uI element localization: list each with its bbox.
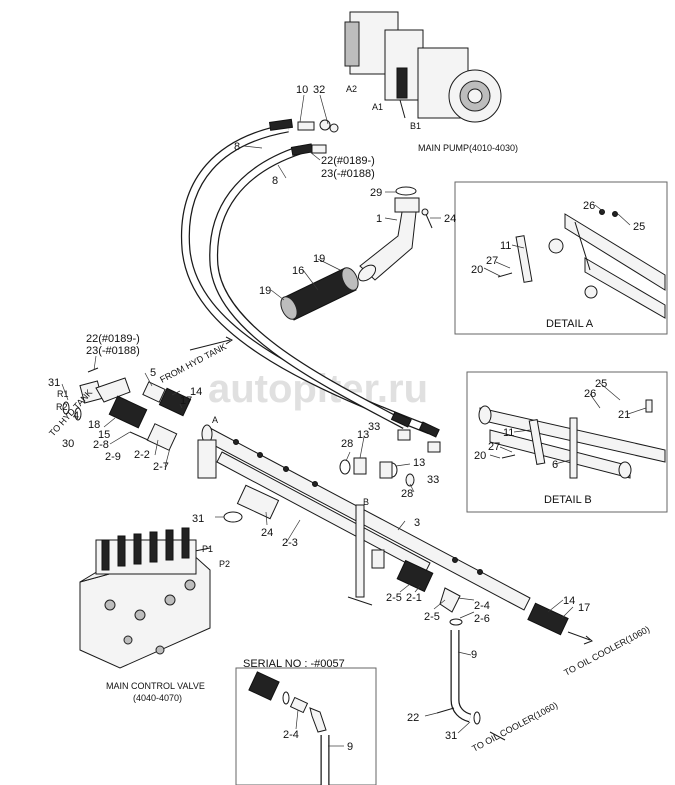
to-oil-cooler-caption-2: TO OIL COOLER(1060) — [470, 700, 559, 754]
callout-17: 17 — [180, 395, 192, 407]
fittings-middle — [339, 457, 415, 487]
callout-33: 33 — [427, 474, 439, 486]
callout-6: 6 — [552, 459, 558, 471]
callout-9: 9 — [347, 741, 353, 753]
callout-17: 17 — [578, 602, 590, 614]
callout-8: 8 — [234, 141, 240, 153]
callout-2-8: 2-8 — [93, 439, 109, 451]
port-r2: R2 — [56, 402, 68, 412]
callout-13: 13 — [357, 429, 369, 441]
callout-2-5: 2-5 — [424, 611, 440, 623]
callout-30: 30 — [62, 438, 74, 450]
callout-19: 19 — [259, 285, 271, 297]
callout-20: 20 — [474, 450, 486, 462]
serial-no-box — [235, 667, 377, 785]
suction-pipe — [357, 186, 433, 282]
callout-2-3: 2-3 — [282, 537, 298, 549]
port-b1: B1 — [410, 121, 421, 131]
callout-25: 25 — [633, 221, 645, 233]
main-control-valve-caption-2: (4040-4070) — [133, 693, 182, 703]
callout-5: 5 — [150, 367, 156, 379]
callout-24: 24 — [261, 527, 273, 539]
detail-b-caption: DETAIL B — [544, 494, 592, 506]
couplers-right — [371, 549, 593, 645]
callout-11: 11 — [503, 427, 514, 439]
port-p2: P2 — [219, 559, 230, 569]
suction-hose — [280, 267, 359, 321]
callout-31: 31 — [192, 513, 204, 525]
callout-13: 13 — [413, 457, 425, 469]
port-r1: R1 — [57, 389, 69, 399]
port-p1: P1 — [202, 544, 213, 554]
port-b: B — [363, 497, 369, 507]
callout-20: 20 — [471, 264, 483, 276]
callout-22: 22(#0189-) — [321, 155, 375, 167]
main-pump — [344, 11, 502, 123]
callout-2-9: 2-9 — [105, 451, 121, 463]
detail-a-box — [454, 181, 668, 335]
callout-3: 3 — [414, 517, 420, 529]
callout-2-6: 2-6 — [474, 613, 490, 625]
callout-31: 31 — [48, 377, 60, 389]
callout-14: 14 — [563, 595, 575, 607]
callout-21: 21 — [618, 409, 630, 421]
detail-a-caption: DETAIL A — [546, 318, 594, 330]
main-control-valve-caption-1: MAIN CONTROL VALVE — [106, 681, 205, 691]
main-control-valve — [79, 527, 211, 669]
callout-10: 10 — [296, 84, 308, 96]
port-a1: A1 — [372, 102, 383, 112]
pressure-hoses — [180, 118, 441, 453]
callout-1: 1 — [376, 213, 382, 225]
callout-22: 22 — [407, 712, 419, 724]
callout-22: 22(#0189-) — [86, 333, 140, 345]
callout-16: 16 — [292, 265, 304, 277]
callout-28: 28 — [341, 438, 353, 450]
callout-18: 18 — [88, 419, 100, 431]
return-hose — [436, 618, 481, 725]
callout-9: 9 — [471, 649, 477, 661]
main-pump-caption: MAIN PUMP(4010-4030) — [418, 143, 518, 153]
callout-27: 27 — [488, 441, 500, 453]
callout-23: 23(-#0188) — [86, 345, 140, 357]
callout-28: 28 — [401, 488, 413, 500]
callout-31: 31 — [445, 730, 457, 742]
callout-14: 14 — [190, 386, 202, 398]
callout-26: 26 — [583, 200, 595, 212]
callout-15: 15 — [98, 429, 110, 441]
callout-2-5: 2-5 — [386, 592, 402, 604]
leader-lines — [61, 94, 647, 747]
callout-numbers: 10 32 8 8 22(#0189-) 23(-#0188) 29 1 24 … — [48, 84, 645, 753]
callout-2-2: 2-2 — [134, 449, 150, 461]
callout-8: 8 — [272, 175, 278, 187]
callout-2-1: 2-1 — [406, 592, 422, 604]
callout-19: 19 — [313, 253, 325, 265]
callout-29: 29 — [370, 187, 382, 199]
callout-32: 32 — [313, 84, 325, 96]
callout-24: 24 — [444, 213, 456, 225]
callout-23: 23(-#0188) — [321, 168, 375, 180]
callout-2-7: 2-7 — [153, 461, 169, 473]
detail-b-drawing — [478, 399, 666, 479]
port-a2: A2 — [346, 84, 357, 94]
callout-2-4: 2-4 — [283, 729, 299, 741]
callout-33: 33 — [368, 421, 380, 433]
to-oil-cooler-caption-1: TO OIL COOLER(1060) — [562, 624, 651, 678]
port-a: A — [212, 415, 218, 425]
callout-2-4: 2-4 — [474, 600, 490, 612]
return-pipe — [197, 424, 531, 611]
callout-4: 4 — [73, 410, 79, 422]
serial-no-caption: SERIAL NO : -#0057 — [243, 658, 345, 670]
detail-b-box — [466, 371, 668, 513]
callout-25: 25 — [595, 378, 607, 390]
oil-cooler-arrow-line — [489, 731, 506, 741]
hyd-tank-fittings — [62, 336, 233, 451]
callout-26: 26 — [584, 388, 596, 400]
callout-11: 11 — [500, 240, 511, 252]
serial-no-drawing — [248, 671, 330, 785]
callout-27: 27 — [486, 255, 498, 267]
